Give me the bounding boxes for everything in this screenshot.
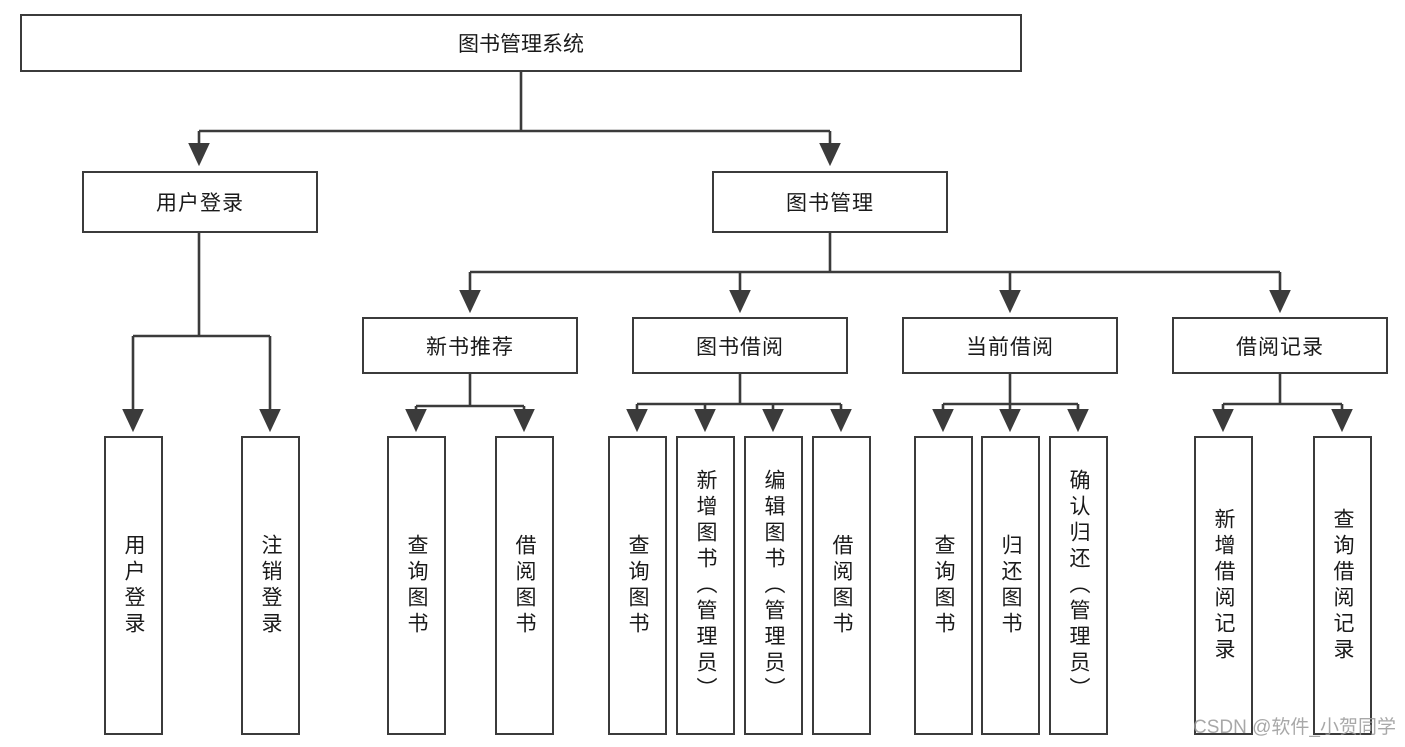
- node-new-book-recommend[interactable]: 新书推荐: [362, 317, 578, 374]
- leaf-query-book-borrow[interactable]: 查询图书: [608, 436, 667, 735]
- leaf-add-borrow-record[interactable]: 新增借阅记录: [1194, 436, 1253, 735]
- node-root-system[interactable]: 图书管理系统: [20, 14, 1022, 72]
- leaf-logout[interactable]: 注销登录: [241, 436, 300, 735]
- node-label: 图书管理: [786, 192, 874, 215]
- node-label: 用户登录: [122, 533, 145, 638]
- leaf-edit-book-admin[interactable]: 编辑图书（管理员）: [744, 436, 803, 735]
- node-label: 查询图书: [626, 533, 649, 638]
- node-label: 借阅记录: [1236, 335, 1324, 359]
- node-label: 借阅图书: [830, 533, 853, 638]
- node-label: 新书推荐: [426, 335, 514, 359]
- node-label: 借阅图书: [513, 533, 536, 638]
- watermark-text: CSDN @软件_小贺同学: [1193, 717, 1396, 738]
- node-label: 新增图书（管理员）: [694, 468, 717, 703]
- node-book-management[interactable]: 图书管理: [712, 171, 948, 233]
- node-label: 归还图书: [999, 533, 1022, 638]
- leaf-borrow-book[interactable]: 借阅图书: [812, 436, 871, 735]
- leaf-user-login[interactable]: 用户登录: [104, 436, 163, 735]
- node-user-login[interactable]: 用户登录: [82, 171, 318, 233]
- node-current-borrow[interactable]: 当前借阅: [902, 317, 1118, 374]
- node-label: 查询图书: [405, 533, 428, 638]
- leaf-query-book-new[interactable]: 查询图书: [387, 436, 446, 735]
- node-label: 查询图书: [932, 533, 955, 638]
- node-label: 图书借阅: [696, 335, 784, 359]
- leaf-query-book-current[interactable]: 查询图书: [914, 436, 973, 735]
- leaf-borrow-book-new[interactable]: 借阅图书: [495, 436, 554, 735]
- node-label: 当前借阅: [966, 335, 1054, 359]
- node-label: 编辑图书（管理员）: [762, 468, 785, 703]
- node-label: 查询借阅记录: [1331, 507, 1354, 664]
- leaf-query-borrow-record[interactable]: 查询借阅记录: [1313, 436, 1372, 735]
- node-label: 用户登录: [156, 192, 244, 215]
- node-label: 新增借阅记录: [1212, 507, 1235, 664]
- leaf-confirm-return-admin[interactable]: 确认归还（管理员）: [1049, 436, 1108, 735]
- node-label: 确认归还（管理员）: [1067, 468, 1090, 703]
- leaf-return-book[interactable]: 归还图书: [981, 436, 1040, 735]
- node-label: 图书管理系统: [458, 33, 584, 56]
- node-book-borrow[interactable]: 图书借阅: [632, 317, 848, 374]
- leaf-add-book-admin[interactable]: 新增图书（管理员）: [676, 436, 735, 735]
- node-borrow-records[interactable]: 借阅记录: [1172, 317, 1388, 374]
- node-label: 注销登录: [259, 533, 282, 638]
